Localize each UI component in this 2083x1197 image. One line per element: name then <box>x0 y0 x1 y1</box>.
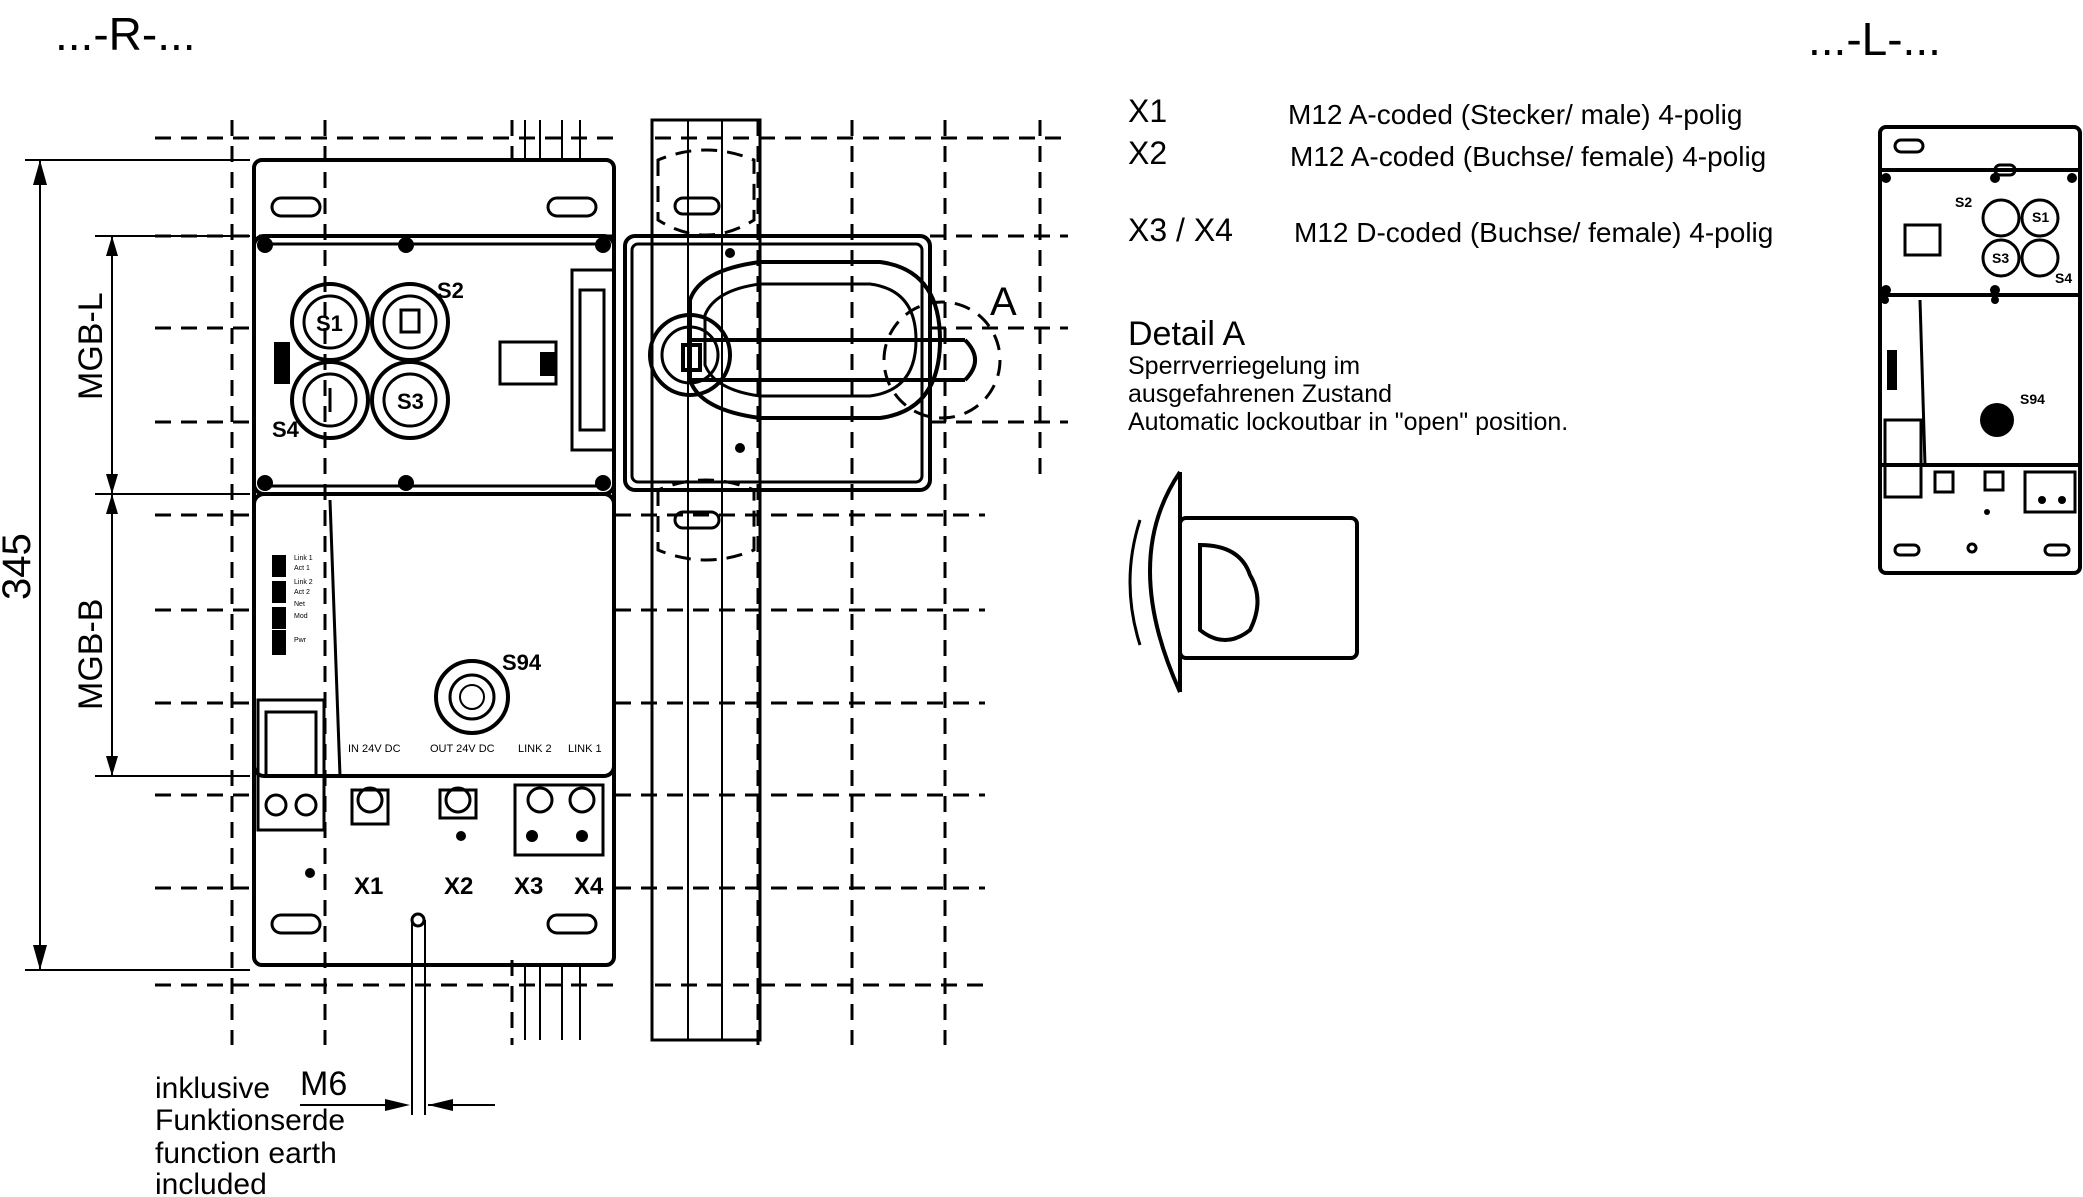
x2-label: X2 <box>444 873 473 900</box>
button-s1: S1 <box>290 282 370 362</box>
dimension-345: 345 <box>0 533 39 600</box>
port-legend: X1 M12 A-coded (Stecker/ male) 4-polig X… <box>1128 93 1773 248</box>
emergency-stop-s94: S94 <box>434 650 542 735</box>
s1-label: S1 <box>316 311 343 336</box>
variant-left-label: ...-L-... <box>1808 13 1941 65</box>
button-s2: S2 <box>370 278 464 362</box>
dimension-mgb-l: MGB-L <box>72 292 110 400</box>
left-variant-thumbnail: S2 S1 S3 S4 S94 <box>1878 125 2082 575</box>
led-pwr: Pwr <box>294 637 307 644</box>
detail-line2: ausgefahrenen Zustand <box>1128 380 1392 408</box>
in-24v-label: IN 24V DC <box>348 743 401 755</box>
x4-label: X4 <box>574 873 604 900</box>
earth-line1-size: M6 <box>300 1065 347 1103</box>
button-s3: S3 <box>370 360 450 440</box>
thumb-s3-label: S3 <box>1992 250 2009 266</box>
earth-line2: Funktionserde <box>155 1104 345 1137</box>
legend-desc-x1: M12 A-coded (Stecker/ male) 4-polig <box>1288 99 1742 130</box>
x1-label: X1 <box>354 873 383 900</box>
s2-label: S2 <box>437 278 464 303</box>
variant-right-label: ...-R-... <box>55 8 196 60</box>
legend-code-x1: X1 <box>1128 93 1167 129</box>
legend-code-x2: X2 <box>1128 135 1167 171</box>
thumb-s2-label: S2 <box>1955 194 1972 210</box>
earth-callout: inklusive M6 Funktionserde function eart… <box>155 920 495 1197</box>
mounting-grid <box>155 120 1068 1045</box>
thumb-s1-label: S1 <box>2032 209 2049 225</box>
led-link2: Link 2 <box>294 579 313 586</box>
out-24v-label: OUT 24V DC <box>430 743 495 755</box>
dimension-mgb-b: MGB-B <box>72 599 110 710</box>
thumb-s94-label: S94 <box>2020 391 2045 407</box>
led-net: Net <box>294 601 305 608</box>
legend-code-x3x4: X3 / X4 <box>1128 212 1233 248</box>
device-housing: S1 S2 S4 S3 <box>252 158 616 967</box>
detail-line1: Sperrverriegelung im <box>1128 352 1360 380</box>
dimension-lines: 345 MGB-L MGB-B <box>0 159 250 971</box>
led-act2: Act 2 <box>294 589 310 596</box>
s3-label: S3 <box>397 389 424 414</box>
button-s4: S4 <box>272 360 370 442</box>
x3-label: X3 <box>514 873 543 900</box>
detail-marker: A <box>990 280 1017 324</box>
detail-a: Detail A Sperrverriegelung im ausgefahre… <box>1128 315 1568 693</box>
s94-label: S94 <box>502 650 542 675</box>
mounting-rail <box>650 118 762 1042</box>
link2-label: LINK 2 <box>518 743 552 755</box>
earth-line1-prefix: inklusive <box>155 1072 270 1105</box>
link1-label: LINK 1 <box>568 743 602 755</box>
legend-desc-x3x4: M12 D-coded (Buchse/ female) 4-polig <box>1294 217 1773 248</box>
detail-line3: Automatic lockoutbar in "open" position. <box>1128 408 1568 436</box>
led-panel: Link 1 Act 1 Link 2 Act 2 Net Mod Pwr <box>272 555 313 655</box>
earth-line3: function earth <box>155 1137 337 1170</box>
led-mod: Mod <box>294 613 308 620</box>
detail-title: Detail A <box>1128 315 1245 353</box>
door-handle-module: A <box>623 234 1017 492</box>
s4-label: S4 <box>272 417 300 442</box>
earth-line4: included <box>155 1168 267 1197</box>
legend-desc-x2: M12 A-coded (Buchse/ female) 4-polig <box>1290 141 1766 172</box>
led-act1: Act 1 <box>294 565 310 572</box>
led-link1: Link 1 <box>294 555 313 562</box>
thumb-s4-label: S4 <box>2055 270 2072 286</box>
